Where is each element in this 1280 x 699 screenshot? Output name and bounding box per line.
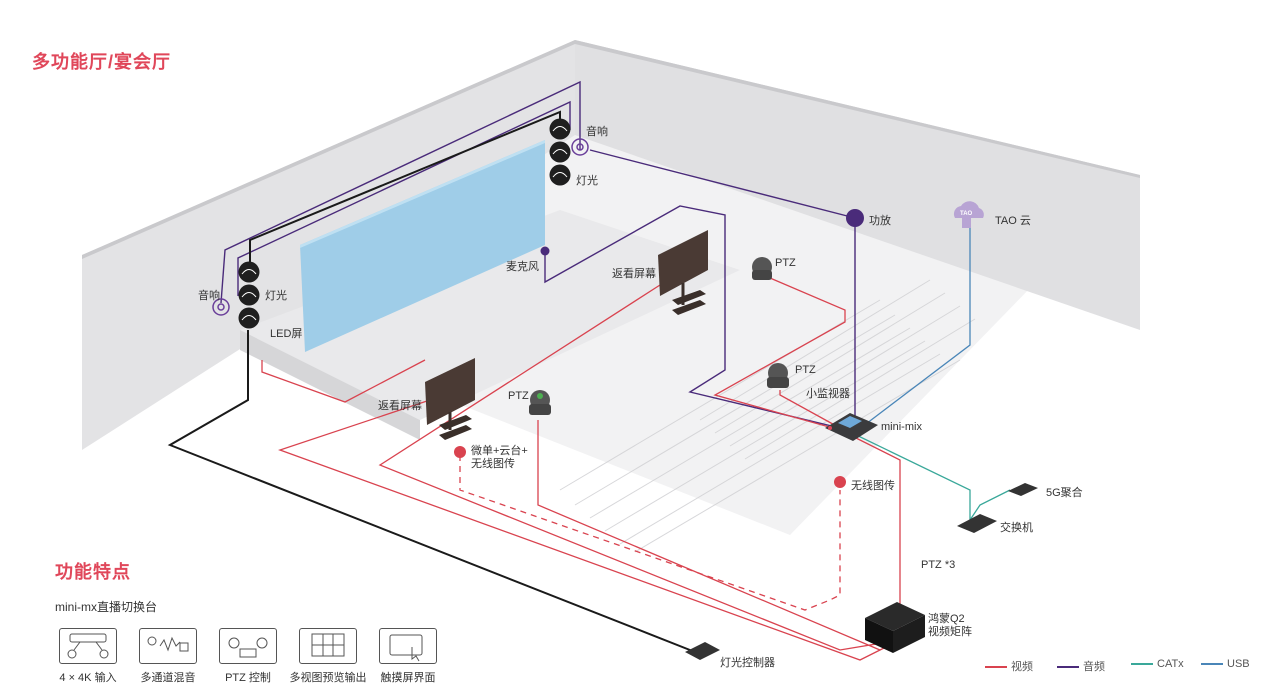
multiview-icon [299,628,357,664]
audio-mix-icon [139,628,197,664]
label-small-monitor: 小监视器 [806,388,850,400]
amplifier-device [846,209,864,227]
feature-label: 触摸屏界面 [380,672,436,684]
feature-item: 多通道混音 [128,628,208,685]
ptz-control-icon [219,628,277,664]
feature-label: 4 × 4K 输入 [59,672,117,684]
label-microphone: 麦克风 [506,261,539,273]
label-switch: 交换机 [1000,522,1033,534]
label-led-screen: LED屏 [270,328,303,340]
label-return-screen-left: 返看屏幕 [378,400,422,412]
speaker-top-device [571,138,589,156]
label-camera-wireless-2: 无线图传 [471,458,515,470]
return-screen-left-device [425,358,475,440]
lights-left-device [238,261,260,329]
feature-label: 多通道混音 [140,672,196,684]
feature-label: 多视图预览输出 [289,672,367,684]
video-matrix-device [865,602,925,653]
camera-wireless-dot [454,446,466,458]
feature-item: 多视图预览输出 [288,628,368,685]
light-controller-device [685,642,720,660]
room-back-wall-right [575,40,1140,330]
switch-device [957,514,997,533]
label-ptz-mid: PTZ [795,364,816,376]
4k-input-icon [59,628,117,664]
lights-top-device [549,118,571,186]
legend-item-usb: USB [1201,658,1250,670]
led-screen [300,140,545,352]
agg-5g-device [1008,483,1038,496]
tao-badge-text: TAO [960,211,973,217]
wireless-video-dashed [459,455,841,611]
stage-front [240,330,420,440]
legend-item-video: 视频 [985,658,1033,674]
label-matrix-2: 视频矩阵 [928,626,972,638]
features-subtitle: mini-mx直播切换台 [55,600,157,614]
label-ptz-top: PTZ [775,257,796,269]
label-speaker-left: 音响 [198,290,220,302]
features-title: 功能特点 [55,562,131,582]
label-light-controller: 灯光控制器 [720,657,775,669]
label-ptz-left: PTZ [508,390,529,402]
label-mini-mix: mini-mix [881,421,922,433]
legend-item-audio: 音频 [1057,658,1105,674]
ptz-camera-left-device [529,390,551,415]
touchscreen-icon [379,628,437,664]
label-camera-wireless-1: 微单+云台+ [471,445,528,457]
usb-line [857,225,971,431]
ptz-camera-top-device [752,257,772,280]
return-screen-right-device [658,230,708,315]
label-5g-aggregation: 5G聚合 [1046,487,1083,499]
legend-item-catx: CATx [1131,658,1184,670]
stage-platform [240,210,740,420]
feature-item: 4 × 4K 输入 [48,628,128,685]
page-title: 多功能厅/宴会厅 [32,52,172,72]
label-ptz-count: PTZ *3 [921,559,956,571]
microphone-device [540,246,550,256]
wireless-tx-dot [834,476,846,488]
mini-mix-device [825,413,878,441]
label-amplifier: 功放 [869,215,891,227]
legend: 视频 音频 CATx USB [985,658,1265,676]
label-tao-cloud: TAO 云 [995,215,1031,227]
feature-label: PTZ 控制 [225,672,271,684]
seating-area [559,279,976,553]
ptz-camera-mid-device [767,363,789,388]
features-row: 4 × 4K 输入 多通道混音 PTZ 控制 多视图预览输出 触摸屏界面 [56,628,456,688]
tao-cloud-device [953,201,984,228]
speaker-left-device [212,298,230,316]
label-speaker-top: 音响 [586,126,608,138]
label-matrix-1: 鸿蒙Q2 [928,613,965,625]
feature-item: PTZ 控制 [208,628,288,685]
label-return-screen-right: 返看屏幕 [612,268,656,280]
label-wireless-tx: 无线图传 [851,480,895,492]
feature-item: 触摸屏界面 [368,628,448,685]
label-light-top: 灯光 [576,175,598,187]
audio-lines [220,80,856,429]
label-light-left: 灯光 [265,290,287,302]
